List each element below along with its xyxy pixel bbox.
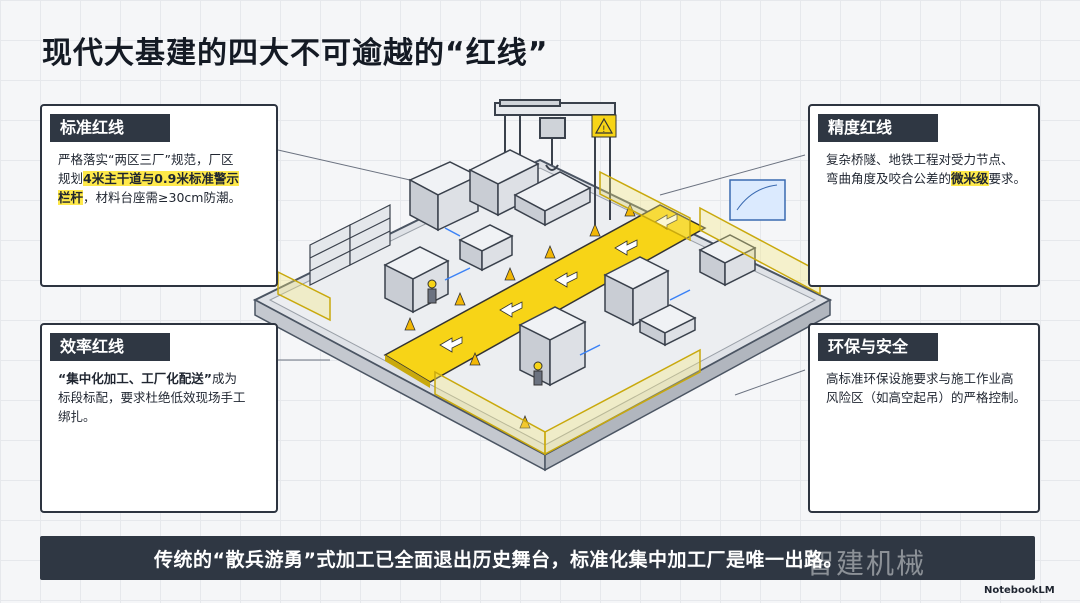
text-line: 复杂桥隧、地铁工程对受力节点、 [826, 152, 1014, 167]
page-title: 现代大基建的四大不可逾越的“红线” [42, 36, 549, 71]
panel-text: 严格落实“两区三厂”规范，厂区 规划4米主干道与0.9米标准警示 栏杆，材料台座… [58, 150, 273, 207]
svg-text:!: ! [602, 125, 606, 135]
bold-text: “集中化加工、工厂化配送” [58, 371, 212, 386]
text-span: 弯曲角度及咬合公差的 [826, 171, 952, 186]
machines [383, 149, 757, 387]
text-span: 成为 [211, 371, 237, 386]
workers [427, 279, 543, 386]
text-line: “集中化加工、工厂化配送”成为 [58, 369, 273, 388]
panel-standard-redline: 标准红线 严格落实“两区三厂”规范，厂区 规划4米主干道与0.9米标准警示 栏杆… [40, 104, 278, 287]
text-span: 要求。 [988, 171, 1027, 186]
highlight-text: 栏杆 [58, 190, 84, 205]
text-line: 规划4米主干道与0.9米标准警示 [58, 169, 273, 188]
panel-text: 复杂桥隧、地铁工程对受力节点、 弯曲角度及咬合公差的微米级要求。 [826, 150, 1036, 188]
highlight-text: 4米主干道与0.9米标准警示 [83, 171, 239, 186]
text-line: 风险区（如高空起吊）的严格控制。 [826, 390, 1027, 405]
monitor-screen-icon [729, 179, 786, 221]
panel-title: 环保与安全 [818, 333, 938, 361]
text-span: ，材料台座需≥30cm防潮。 [83, 190, 241, 205]
banner-text: 传统的“散兵游勇”式加工已全面退出历史舞台，标准化集中加工厂是唯一出路。 [154, 549, 843, 571]
connector-lines [277, 149, 806, 396]
panel-efficiency-redline: 效率红线 “集中化加工、工厂化配送”成为 标段标配，要求杜绝低效现场手工 绑扎。 [40, 323, 278, 513]
watermark: 智建机械 [806, 547, 927, 580]
text-line: 栏杆，材料台座需≥30cm防潮。 [58, 188, 273, 207]
text-line: 严格落实“两区三厂”规范，厂区 [58, 152, 234, 167]
panel-title: 标准红线 [50, 114, 170, 142]
panel-text: “集中化加工、工厂化配送”成为 标段标配，要求杜绝低效现场手工 绑扎。 [58, 369, 273, 426]
panel-precision-redline: 精度红线 复杂桥隧、地铁工程对受力节点、 弯曲角度及咬合公差的微米级要求。 [808, 104, 1040, 287]
panel-title: 精度红线 [818, 114, 938, 142]
main-road [383, 204, 707, 388]
warning-sign-icon: ! [591, 114, 617, 138]
panel-safety-redline: 环保与安全 高标准环保设施要求与施工作业高 风险区（如高空起吊）的严格控制。 [808, 323, 1040, 513]
highlight-text: 微米级 [951, 171, 989, 186]
text-line: 高标准环保设施要求与施工作业高 [826, 371, 1014, 386]
text-span: 规划 [58, 171, 84, 186]
text-line: 标段标配，要求杜绝低效现场手工 [58, 390, 246, 405]
panel-text: 高标准环保设施要求与施工作业高 风险区（如高空起吊）的严格控制。 [826, 369, 1036, 407]
text-line: 弯曲角度及咬合公差的微米级要求。 [826, 169, 1036, 188]
conclusion-banner: 传统的“散兵游勇”式加工已全面退出历史舞台，标准化集中加工厂是唯一出路。 [40, 536, 1035, 580]
text-line: 绑扎。 [58, 409, 96, 424]
panel-title: 效率红线 [50, 333, 170, 361]
storage-racks [309, 204, 391, 286]
brand-label: NotebookLM [984, 585, 1055, 596]
safety-fences [277, 170, 821, 456]
flow-arrows [444, 227, 691, 356]
